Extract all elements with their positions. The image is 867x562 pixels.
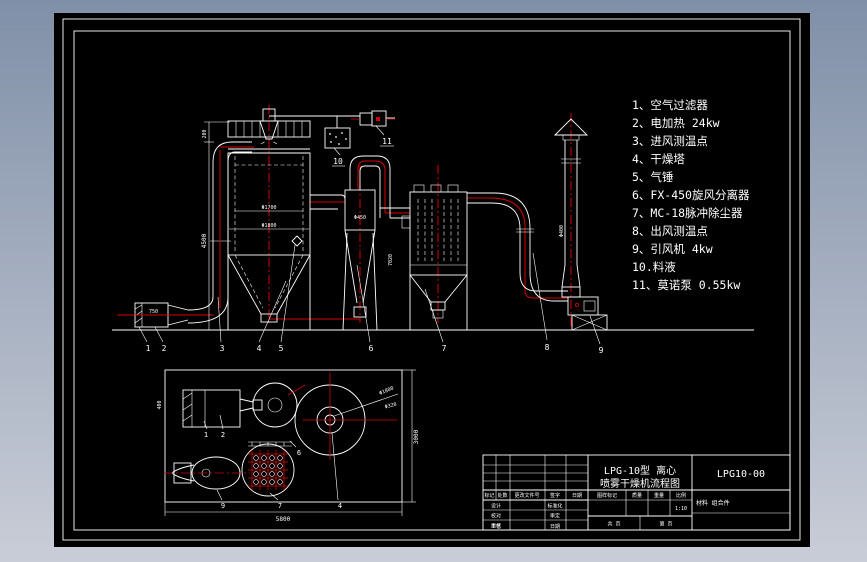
rev-header-mark: 标记 处数	[484, 492, 507, 499]
cyclone-separator: Φ450 7020	[310, 155, 410, 331]
atomizer	[259, 108, 279, 145]
duct-dia-dim: Φ400	[559, 225, 565, 237]
leader-4: 4	[257, 344, 262, 353]
legend-item-1: 1、空气过滤器	[632, 98, 708, 112]
height-dimensions: 200 4500	[201, 121, 230, 330]
leader-11: 11	[382, 137, 392, 146]
plan-leader-7: 7	[278, 502, 282, 510]
outlet-duct: Φ400	[467, 192, 568, 302]
leader-7: 7	[442, 344, 447, 353]
legend-item-2: 2、电加热 24kw	[632, 116, 720, 130]
role-standard: 标准化	[547, 503, 562, 510]
legend: 1、空气过滤器 2、电加热 24kw 3、进风测温点 4、干燥塔 5、气锤 6、…	[632, 98, 750, 292]
plan-leader-4: 4	[338, 502, 342, 510]
legend-item-6: 6、FX-450旋风分离器	[632, 188, 750, 202]
pages-number: 第 页	[659, 521, 672, 528]
role-process: 工艺	[491, 524, 501, 530]
pages-total: 共 页	[607, 521, 620, 528]
plan-leader-2: 2	[221, 431, 225, 439]
leader-10: 10	[333, 157, 343, 166]
rev-header-docno: 更改文件号	[514, 492, 539, 499]
plan-dimensions: 5800 3000	[164, 369, 420, 523]
role-check: 校对	[491, 513, 501, 520]
plan-tower-dia-dim: Φ1800	[379, 385, 395, 396]
legend-item-5: 5、气锤	[632, 170, 674, 184]
leader-2: 2	[162, 344, 167, 353]
flow-diagram-drawing: 750	[62, 18, 801, 541]
legend-item-9: 9、引风机 4kw	[632, 242, 713, 256]
plan-leader-labels: 1 2 9 7 4 6	[203, 414, 342, 510]
duct-top-dim: 200	[202, 129, 208, 138]
legend-item-10: 10.料液	[632, 260, 676, 274]
drying-tower: Φ1700 Φ1800	[227, 108, 311, 330]
pulse-dust-collector	[401, 184, 468, 330]
rev-header-sign: 签字	[550, 492, 560, 499]
induced-draft-fan	[567, 296, 608, 331]
leader-1: 1	[146, 344, 151, 353]
material-label: 材料 组合件	[696, 499, 730, 507]
plan-collector	[241, 441, 295, 497]
plan-leader-9: 9	[221, 502, 225, 510]
plan-tower: Φ1800 Φ320	[294, 373, 399, 460]
plan-width-dim: 5800	[276, 516, 291, 523]
role-audit: 审核	[491, 523, 501, 530]
tower-outer-dim: Φ1800	[261, 223, 276, 229]
legend-item-4: 4、干燥塔	[632, 152, 685, 166]
leader-3: 3	[220, 344, 225, 353]
stamp-header-mass: 质量	[632, 492, 642, 499]
drawing-frame	[62, 18, 801, 541]
role-design: 设计	[491, 503, 501, 510]
drawing-title-line2: 喷雾干燥机流程图	[600, 477, 680, 490]
stamp-header-scale: 比例	[676, 492, 686, 499]
flow-centerlines	[117, 105, 572, 329]
role-date: 日期	[550, 524, 560, 530]
plan-filter-heater: 400	[157, 389, 263, 428]
stamp-header-mark: 图样标记	[597, 492, 617, 499]
legend-item-7: 7、MC-18脉冲除尘器	[632, 206, 743, 220]
collector-height-dim: 7020	[388, 254, 394, 266]
legend-item-11: 11、莫诺泵 0.55kw	[632, 278, 740, 292]
leader-9: 9	[599, 346, 604, 355]
plan-cyclone	[252, 382, 306, 428]
plan-leader-6: 6	[297, 449, 301, 457]
stamp-header-weight: 重量	[654, 492, 664, 499]
tower-inner-dim: Φ1700	[261, 205, 276, 211]
plan-leader-1: 1	[204, 431, 208, 439]
exhaust-stack	[553, 118, 589, 298]
title-block: 标记 处数 更改文件号 签字 日期 设计 标准化 校对 审定 审核 工艺 日期 …	[482, 454, 791, 531]
plan-shaft-dim: Φ320	[384, 402, 397, 411]
feed-tank	[324, 116, 351, 149]
cyclone-dia-dim: Φ450	[354, 215, 366, 221]
plan-left-dim: 400	[157, 400, 163, 409]
leader-5: 5	[279, 344, 284, 353]
leader-8: 8	[545, 343, 550, 352]
rev-header-date: 日期	[572, 493, 582, 499]
plan-fan	[164, 456, 250, 490]
leader-labels: 1 2 3 4 5 6 7 8 9 10 11	[138, 125, 604, 355]
drawing-number: LPG10-00	[717, 469, 765, 480]
role-approve: 审定	[550, 513, 560, 520]
mono-pump	[269, 110, 395, 127]
leader-6: 6	[369, 344, 374, 353]
heater-length-dim: 750	[149, 309, 158, 315]
plan-depth-dim: 3000	[413, 429, 420, 444]
drawing-title-line1: LPG-10型 离心	[604, 464, 676, 477]
plan-view: 400 Φ1800 Φ320	[157, 369, 420, 523]
scale-value: 1:10	[675, 506, 687, 512]
air-hammer	[291, 235, 303, 247]
legend-item-3: 3、进风测温点	[632, 134, 708, 148]
riser-height-dim: 4500	[201, 233, 208, 248]
legend-item-8: 8、出风测温点	[632, 224, 708, 238]
drawing-canvas: 750	[54, 13, 810, 547]
